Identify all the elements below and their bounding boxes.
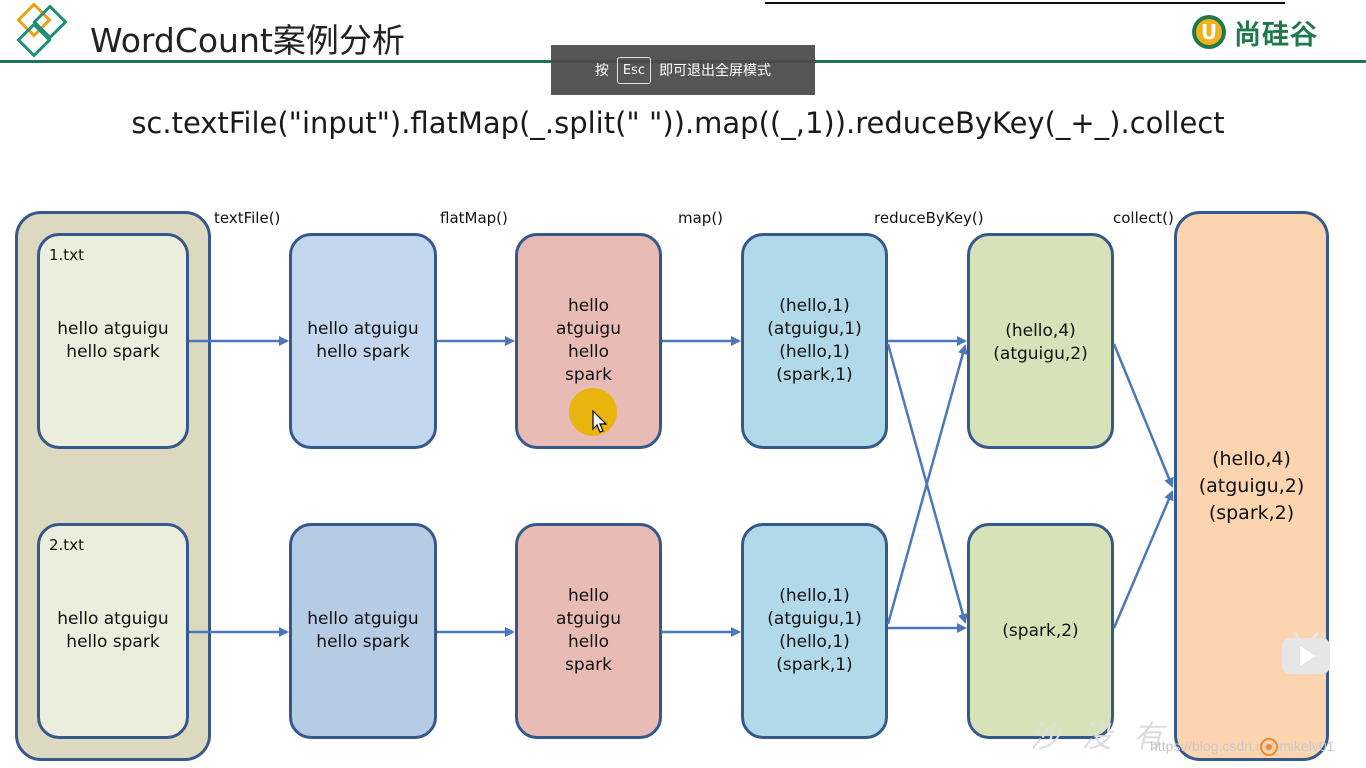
brand-u-icon: U (1192, 15, 1226, 49)
brand-text: 尚硅谷 (1234, 19, 1318, 51)
text-line: (hello,1) (779, 586, 850, 606)
op-label-flatmap: flatMap() (440, 209, 508, 227)
op-label-textfile: textFile() (214, 209, 281, 227)
op-label-collect: collect() (1113, 209, 1174, 227)
reduce-box-2: (spark,2) (967, 523, 1114, 739)
file-label: 2.txt (49, 536, 84, 554)
map-box-2: (hello,1) (atguigu,1) (hello,1) (spark,1… (741, 523, 888, 739)
op-label-map: map() (678, 209, 724, 227)
esc-hint-prefix: 按 (594, 63, 609, 79)
file-label: 1.txt (49, 246, 84, 264)
fullscreen-exit-hint: 按 Esc 即可退出全屏模式 (551, 45, 815, 95)
text-line: (atguigu,2) (993, 344, 1088, 364)
text-line: spark (565, 365, 612, 385)
collect-box: (hello,4) (atguigu,2) (spark,2) (1174, 211, 1329, 761)
text-line: hello spark (66, 342, 160, 362)
text-line: (hello,4) (1212, 447, 1291, 470)
text-line: atguigu (556, 319, 621, 339)
arrow (886, 344, 968, 625)
brand-logo: U 尚硅谷 (1190, 12, 1318, 52)
text-line: (spark,1) (776, 655, 853, 675)
arrow (1112, 343, 1174, 488)
text-line: (spark,2) (1208, 501, 1295, 524)
text-line: hello spark (66, 632, 160, 652)
file-box-2: 2.txt hello atguigu hello spark (37, 523, 189, 739)
text-line: hello atguigu (307, 609, 419, 629)
text-line: hello (567, 586, 610, 606)
text-line: (hello,1) (779, 342, 850, 362)
diamond-logo-icon (5, 2, 75, 68)
reduce-box-1: (hello,4) (atguigu,2) (967, 233, 1114, 449)
text-line: (atguigu,2) (1198, 474, 1305, 497)
mouse-cursor-icon (592, 410, 608, 433)
text-line: (spark,1) (776, 365, 853, 385)
code-expression: sc.textFile("input").flatMap(_.split(" "… (131, 106, 1225, 140)
text-line: (spark,2) (1002, 620, 1079, 641)
text-line: hello (567, 632, 610, 652)
text-line: hello atguigu (57, 609, 169, 629)
arrow (1112, 490, 1174, 629)
orange-badge-icon (1260, 738, 1278, 756)
text-line: spark (565, 655, 612, 675)
esc-hint-suffix: 即可退出全屏模式 (659, 63, 772, 79)
text-line: (atguigu,1) (767, 319, 862, 339)
text-line: hello atguigu (307, 319, 419, 339)
text-line: hello (567, 342, 610, 362)
esc-key-badge[interactable]: Esc (616, 56, 652, 84)
brand-letter: U (1201, 20, 1217, 44)
text-line: (hello,1) (779, 296, 850, 316)
watermark-url: https://blog.csdn.net/mikelv01 (1150, 738, 1335, 754)
file-box-1: 1.txt hello atguigu hello spark (37, 233, 189, 449)
page-title: WordCount案例分析 (90, 21, 405, 60)
op-label-reducebykey: reduceByKey() (874, 209, 984, 227)
text-line: hello spark (316, 342, 410, 362)
text-line: atguigu (556, 609, 621, 629)
text-line: (hello,1) (779, 632, 850, 652)
text-line: hello (567, 296, 610, 316)
text-line: hello spark (316, 632, 410, 652)
text-line: hello atguigu (57, 319, 169, 339)
textfile-box-1: hello atguigu hello spark (289, 233, 437, 449)
text-line: (atguigu,1) (767, 609, 862, 629)
top-rule (765, 2, 1285, 4)
textfile-box-2: hello atguigu hello spark (289, 523, 437, 739)
flatmap-box-2: hello atguigu hello spark (515, 523, 662, 739)
watermark-cn: 沙 没 有 (1030, 720, 1170, 755)
play-icon[interactable] (1278, 628, 1334, 678)
map-box-1: (hello,1) (atguigu,1) (hello,1) (spark,1… (741, 233, 888, 449)
text-line: (hello,4) (1005, 321, 1076, 341)
